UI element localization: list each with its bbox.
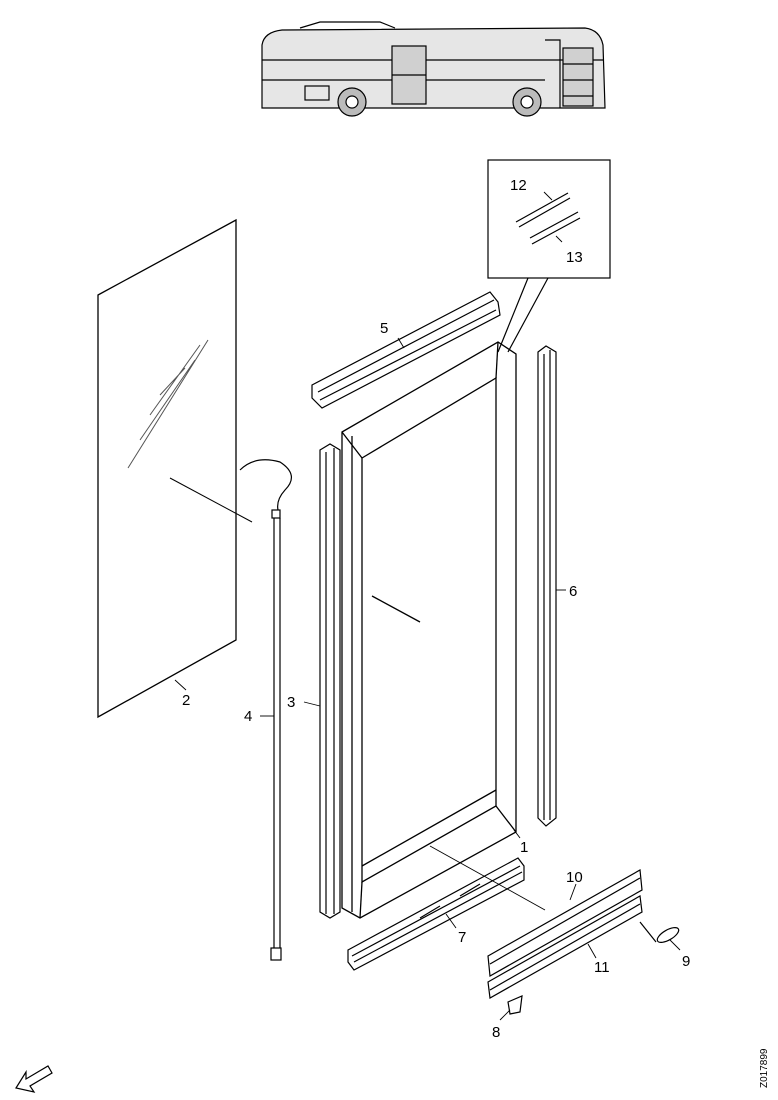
rail-part-11 xyxy=(487,895,643,999)
leader-lines xyxy=(174,191,681,1021)
callout-8: 8 xyxy=(492,1024,500,1041)
profile-part-6 xyxy=(537,345,557,827)
callout-9: 9 xyxy=(682,953,690,970)
callout-12: 12 xyxy=(510,177,527,194)
callout-2: 2 xyxy=(182,692,190,709)
callout-7: 7 xyxy=(458,929,466,946)
callout-labels: 1 2 3 4 5 6 7 8 9 10 11 12 13 xyxy=(182,177,690,1041)
cable-rod-part-4 xyxy=(239,459,292,961)
callout-5: 5 xyxy=(380,320,388,337)
bus-locator-illustration xyxy=(261,21,606,117)
callout-3: 3 xyxy=(287,694,295,711)
callout-11: 11 xyxy=(594,959,610,976)
direction-arrow-icon xyxy=(15,1065,53,1093)
clip-part-8 xyxy=(507,995,523,1015)
callout-4: 4 xyxy=(244,708,252,725)
detail-inset xyxy=(487,159,611,353)
reference-code: Z017899 xyxy=(759,1048,770,1088)
callout-10: 10 xyxy=(566,869,583,886)
glass-pane-part-2 xyxy=(97,218,253,719)
rail-part-10 xyxy=(487,869,643,977)
window-frame-part-1 xyxy=(341,341,517,919)
top-profile-part-5 xyxy=(311,291,501,409)
callout-6: 6 xyxy=(569,583,577,600)
screw-part-9 xyxy=(639,921,680,943)
callout-13: 13 xyxy=(566,249,583,266)
profile-part-3 xyxy=(319,443,341,919)
callout-1: 1 xyxy=(520,839,528,856)
